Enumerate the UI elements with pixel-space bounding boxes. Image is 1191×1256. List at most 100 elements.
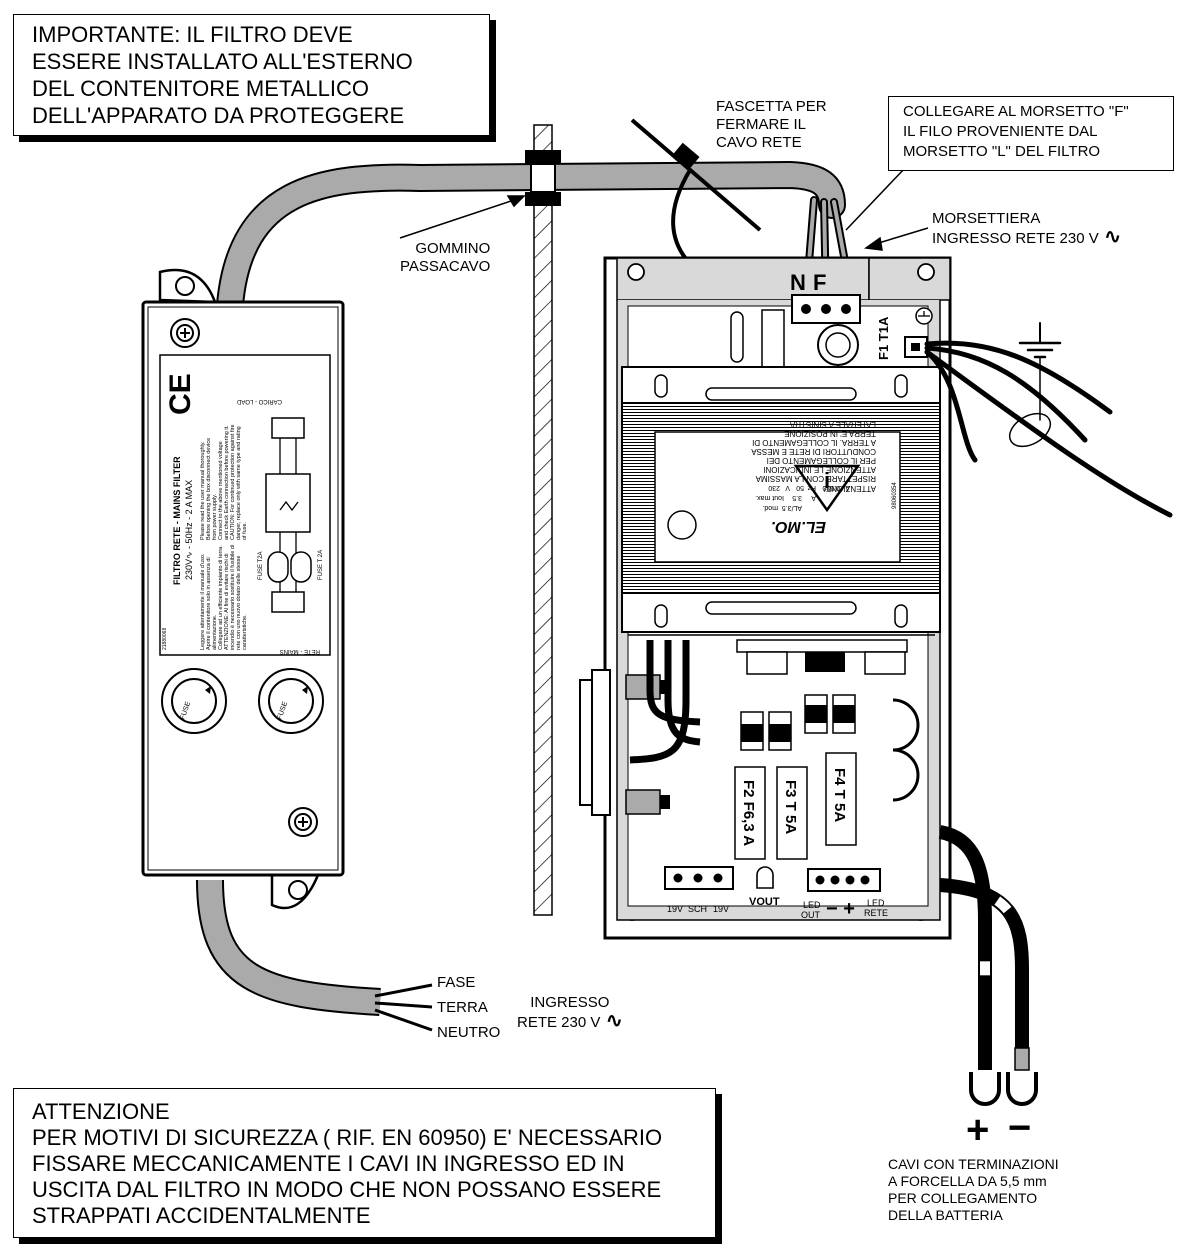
warning-line-6: A TERRA. IL COLLEGAMENTO DI [752, 438, 876, 447]
label-fascetta-line-3: CAVO RETE [716, 134, 802, 151]
model-mod: mod. [762, 504, 778, 511]
label-neutro: NEUTRO [437, 1024, 501, 1041]
it-text-7: rete con uno nuovo dotato delle stesse [236, 556, 242, 650]
filter-schematic [265, 417, 312, 613]
fuse-left-label: FUSE T2A [258, 551, 264, 580]
filter-rating: 230V∿ - 50Hz - 2 A MAX [184, 480, 194, 580]
rating-hz-unit: Hz [807, 484, 816, 491]
label-fascetta-line-2: FERMARE IL [716, 116, 807, 133]
fuse-f2-label: F2 F6,3 A [740, 780, 757, 846]
it-text-6: incendio è necessario sostituire il fusi… [230, 545, 236, 650]
note-top-line-4: DELL'APPARATO DA PROTEGGERE [32, 103, 405, 128]
note-bottom: ATTENZIONE PER MOTIVI DI SICUREZZA ( RIF… [13, 1088, 716, 1238]
note-bottom-line-2: PER MOTIVI DI SICUREZZA ( RIF. EN 60950)… [32, 1125, 663, 1150]
rating-hz: 50 [796, 484, 804, 491]
en-text-7: danger, replace only with same type and … [236, 426, 242, 540]
iout-value: 3.5 [792, 494, 802, 501]
iout-unit: A [811, 494, 816, 501]
rating-v-unit: V [785, 484, 790, 491]
label-plus: + [966, 1108, 990, 1152]
en-text-5: and check Earth connection before poweri… [224, 425, 230, 540]
power-supply: i [579, 256, 952, 940]
label-cavi-line-2: A FORCELLA DA 5,5 mm [888, 1173, 1047, 1189]
en-text-1: Please read the user manual thoroughly. [200, 441, 206, 540]
en-text-3: from power supply. [212, 493, 218, 540]
label-code: 98060354 [892, 482, 898, 509]
polarity-label: − + [826, 898, 855, 920]
filter-title: FILTRO RETE - MAINS FILTER [172, 456, 182, 585]
conn-label-19v-b: 19V [713, 904, 729, 914]
it-text-8: caratteristiche. [242, 614, 248, 650]
mains-label: RETE - MAINS [280, 648, 320, 654]
it-text-5: ATTENZIONE: Al fine di evitare rischi di [224, 554, 230, 650]
psu-texts: N F F1 T1A F2 F6,3 A F3 T 5A F4 T 5A VOU… [667, 270, 891, 920]
ce-mark: CE [164, 373, 197, 415]
label-ingresso: INGRESSO RETE 230 V ∿ [517, 994, 623, 1032]
note-bottom-line-1: ATTENZIONE [32, 1099, 170, 1124]
warning-line-1: ATTENZIONE! [824, 484, 876, 493]
en-text-8: of fuse. [242, 521, 248, 540]
mains-cable [216, 160, 846, 319]
note-bottom-line-4: USCITA DAL FILTRO IN MODO CHE NON POSSAN… [32, 1177, 662, 1202]
it-text-1: Leggere attentamente il manuale d'uso. [200, 553, 206, 650]
label-cavi-line-1: CAVI CON TERMINAZIONI [888, 1156, 1059, 1172]
rating-v: 230 [768, 484, 780, 491]
conn-label-19v-a: 19V [667, 904, 683, 914]
note-bottom-line-3: FISSARE MECCANICAMENTE I CAVI IN INGRESS… [32, 1151, 625, 1176]
rating-a-unit: A [845, 484, 850, 491]
led-rete-label-2: RETE [864, 908, 888, 918]
led-out-label-1: LED [803, 900, 821, 910]
iout-label: Iout max. [755, 494, 784, 501]
svg-text:i: i [824, 468, 830, 493]
label-fascetta: FASCETTA PER FERMARE IL CAVO RETE [716, 98, 827, 152]
note-terminal-line-2: IL FILO PROVENIENTE DAL [903, 123, 1098, 140]
input-cable [196, 879, 433, 1032]
terminal-letter-n: N [790, 270, 806, 295]
load-label: CARICO - LOAD [236, 398, 282, 404]
model-value: AL/3.5 [782, 504, 802, 511]
label-morsettiera-line-2: INGRESSO RETE 230 V [932, 230, 1099, 247]
it-text-2: Aprire il contenitore solo in assenza di [206, 557, 212, 650]
rating-a: 0.530 [822, 484, 840, 491]
fuse-f4-label: F4 T 5A [831, 768, 848, 822]
note-top: IMPORTANTE: IL FILTRO DEVE ESSERE INSTAL… [13, 14, 490, 136]
ac-symbol-icon: ∿ [1098, 226, 1122, 248]
note-terminal-line-3: MORSETTO "L" DEL FILTRO [903, 143, 1101, 160]
label-minus: − [1008, 1106, 1032, 1150]
fuse-right-label: FUSE T 2A [318, 550, 324, 580]
terminal-letter-f: F [813, 270, 826, 295]
warning-line-2: RISPETTARE CON LA MASSIMA [755, 474, 876, 483]
label-gommino-line-2: PASSACAVO [400, 258, 491, 275]
warning-line-5: CONDUTTORI DI RETE E MESSA [751, 447, 876, 456]
ac-symbol-icon: ∿ [600, 1010, 623, 1032]
grommet [525, 150, 561, 206]
it-text-4: Collegare ad un efficiente impianto di t… [218, 545, 224, 650]
note-top-line-2: ESSERE INSTALLATO ALL'ESTERNO [32, 49, 413, 74]
pointer-lines [399, 167, 929, 251]
note-top-line-1: IMPORTANTE: IL FILTRO DEVE [32, 22, 353, 47]
label-gommino: GOMMINO PASSACAVO [400, 240, 490, 276]
earth-wires [924, 322, 1173, 518]
note-terminal-line-1: COLLEGARE AL MORSETTO "F" [903, 103, 1129, 120]
label-ingresso-line-2: RETE 230 V [517, 1014, 601, 1031]
transformer-label-text: EL.MO. 98060354 mod. AL/3.5 Iout max. 3.… [751, 420, 898, 535]
warning-line-3: ATTENZIONE LE INDICAZIONI [763, 465, 876, 474]
vout-label: VOUT [749, 896, 780, 908]
label-cavi-line-3: PER COLLEGAMENTO [888, 1190, 1038, 1206]
label-cavi: CAVI CON TERMINAZIONI A FORCELLA DA 5,5 … [888, 1156, 1059, 1224]
battery-cables [938, 825, 1038, 1106]
it-text-3: alimentazione. [212, 614, 218, 650]
conn-label-sch: SCH [688, 904, 707, 914]
label-cavi-line-4: DELLA BATTERIA [888, 1207, 1003, 1223]
filter-label-text: CE FILTRO RETE - MAINS FILTER 230V∿ - 50… [162, 373, 324, 720]
note-terminal: COLLEGARE AL MORSETTO "F" IL FILO PROVEN… [888, 96, 1174, 171]
mains-filter [141, 268, 345, 910]
en-text-2: Before opening the box disconnect device [206, 438, 212, 540]
wall [533, 124, 553, 916]
label-fase: FASE [437, 974, 476, 991]
label-gommino-line-1: GOMMINO [415, 240, 491, 257]
led-out-label-2: OUT [801, 910, 821, 920]
label-ingresso-line-1: INGRESSO [530, 994, 610, 1011]
warning-line-7: TERRA E' IN POSIZIONE [784, 429, 876, 438]
label-terra: TERRA [437, 999, 488, 1016]
